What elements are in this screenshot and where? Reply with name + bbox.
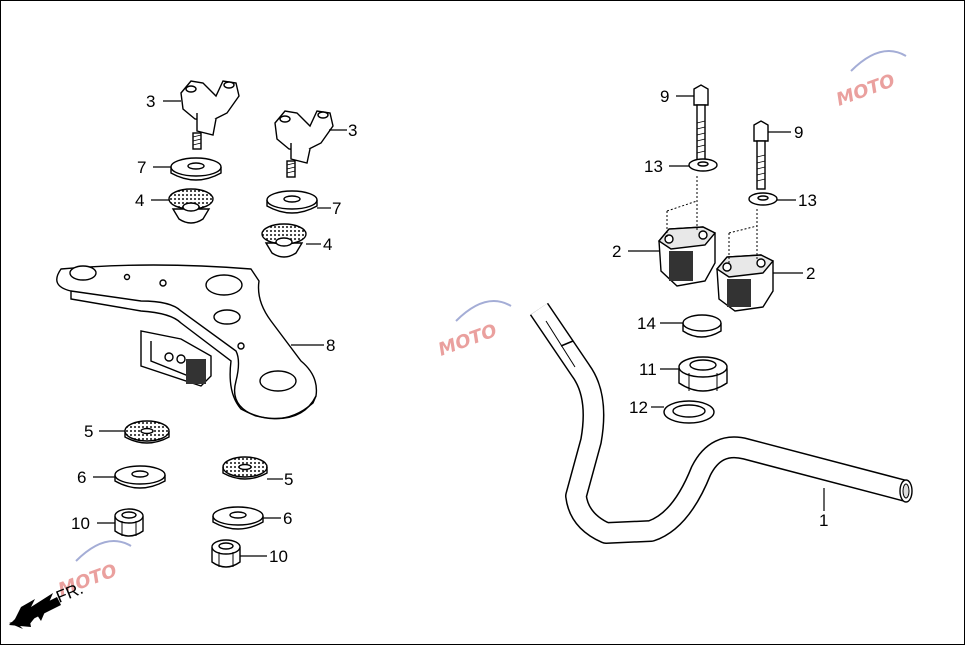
cap-part (682, 314, 722, 338)
nut-part (114, 508, 144, 537)
bolt-part (693, 84, 709, 164)
callout-9: 9 (660, 87, 669, 106)
bushing-part (261, 223, 307, 258)
ring-part (663, 400, 715, 424)
handlebar-part (529, 302, 913, 544)
callout-8: 8 (326, 336, 335, 355)
callout-4: 4 (323, 235, 332, 254)
callout-10: 10 (71, 514, 90, 533)
callout-9: 9 (794, 123, 803, 142)
callout-10: 10 (269, 547, 288, 566)
callout-5: 5 (284, 470, 293, 489)
washer-part (748, 192, 778, 206)
washer-part (114, 465, 166, 489)
nut-part (678, 356, 728, 392)
washer-part (688, 158, 718, 172)
riser-part (274, 110, 334, 178)
callout-4: 4 (135, 191, 144, 210)
washer-part (266, 190, 318, 214)
riser-part (180, 80, 240, 150)
callout-5: 5 (84, 422, 93, 441)
callout-3: 3 (348, 121, 357, 140)
bushing-part (168, 188, 214, 224)
nut-part (211, 539, 241, 568)
watermark: MOTO (834, 50, 907, 111)
callout-3: 3 (146, 92, 155, 111)
callout-1: 1 (819, 511, 828, 530)
callout-labels: 3 3 7 7 4 4 8 5 5 6 6 10 10 9 9 13 13 2 … (71, 87, 828, 566)
callout-12: 12 (629, 398, 648, 417)
washer-part (170, 157, 222, 181)
callout-6: 6 (77, 468, 86, 487)
callout-2: 2 (612, 242, 621, 261)
front-direction-arrow: FR. (9, 579, 86, 629)
callout-13: 13 (644, 157, 663, 176)
clamp-part (715, 254, 775, 312)
washer-part (212, 506, 264, 530)
callout-7: 7 (332, 199, 341, 218)
bushing-part (222, 456, 268, 480)
watermark: MOTO (436, 300, 512, 361)
bracket-plate-part (56, 264, 318, 420)
alignment-lines (666, 176, 758, 265)
svg-text:MOTO: MOTO (436, 320, 500, 361)
callout-2: 2 (806, 264, 815, 283)
callout-14: 14 (637, 314, 656, 333)
bushing-part (124, 420, 170, 444)
callout-7: 7 (137, 158, 146, 177)
clamp-part (657, 226, 717, 287)
svg-text:MOTO: MOTO (834, 70, 898, 111)
callout-11: 11 (639, 360, 657, 379)
bolt-part (753, 120, 769, 190)
leader-lines (93, 95, 825, 557)
callout-6: 6 (283, 509, 292, 528)
callout-13: 13 (798, 191, 817, 210)
